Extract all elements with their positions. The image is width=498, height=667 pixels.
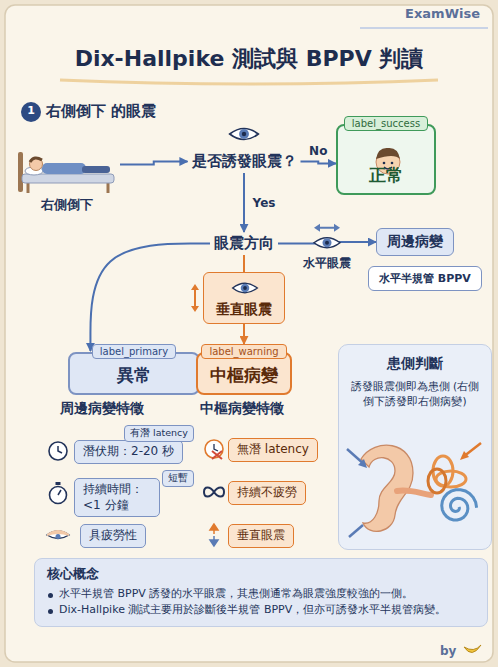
- side-panel: 患側判斷誘發眼震側即為患側 (右側倒下誘發即右側病變): [338, 344, 492, 550]
- eye-icon: [314, 238, 340, 248]
- section-heading: 周邊病變特徵: [60, 400, 144, 418]
- panel-heading: 核心概念: [47, 565, 475, 583]
- box-label: 異常: [76, 364, 192, 387]
- node-label: 具疲勞性: [89, 528, 137, 544]
- status-tag: label_success: [344, 116, 428, 131]
- clock-icon: [49, 442, 67, 460]
- brand-name: ExamWise: [405, 6, 480, 21]
- connector-arrow: [243, 324, 245, 344]
- core-panel: 核心概念水平半規管 BPPV 誘發的水平眼震，其患側通常為眼震強度較強的一側。D…: [34, 558, 488, 627]
- box-label: 中樞病變: [204, 364, 284, 387]
- section-heading: 中樞病變特徵: [200, 400, 284, 418]
- node-label: 潛伏期：2-20 秒: [83, 444, 174, 460]
- feature-box: 無潛 latency: [228, 438, 318, 462]
- bullet-dot: [48, 593, 53, 598]
- feature-box: 垂直眼震: [228, 524, 294, 548]
- vertical-box: 垂直眼震: [203, 272, 285, 324]
- central-box: label_warning 中樞病變: [196, 344, 292, 395]
- bullet-text: Dix-Hallpike 測試主要用於診斷後半規管 BPPV，但亦可誘發水平半規…: [47, 602, 475, 618]
- bullet-dot: [48, 609, 53, 614]
- banana-icon: [464, 645, 481, 653]
- callout-circle: [21, 102, 41, 122]
- eye-icon: [230, 129, 259, 140]
- connector-arrow: [90, 244, 210, 352]
- vertical-arrow-icon: [191, 284, 199, 312]
- tag-pill: 短暫: [162, 470, 194, 487]
- title-underline: [60, 80, 438, 84]
- no-latency-icon: [205, 440, 223, 459]
- credit-text: by: [440, 644, 456, 658]
- node-label: 垂直眼震: [214, 301, 274, 319]
- box-frame: 正常: [336, 124, 436, 195]
- tired-eye-icon: [47, 530, 69, 539]
- edge-label: No: [306, 144, 330, 158]
- patient-icon: [14, 138, 120, 196]
- status-tag: label_primary: [92, 344, 176, 359]
- connector-arrow: [243, 255, 245, 272]
- eye-icon: [204, 273, 286, 303]
- connector-arrow: [301, 162, 337, 164]
- tag-text: 短暫: [168, 472, 188, 485]
- eye-shape: [233, 283, 258, 293]
- panel-heading: 患側判斷: [347, 355, 483, 373]
- abnormal-box: label_primary 異常: [68, 344, 200, 395]
- page-card: [5, 5, 493, 662]
- node-label: 是否誘發眼震？: [188, 150, 301, 173]
- stopwatch-icon: [50, 482, 67, 504]
- connector-arrow: [243, 173, 245, 232]
- panel-body: 誘發眼震側即為患側 (右側倒下誘發即右側病變): [347, 379, 483, 409]
- bppv-box: 水平半規管 BPPV: [368, 266, 482, 291]
- feature-box: 具疲勞性: [80, 524, 146, 548]
- feature-box: 持續不疲勞: [228, 481, 306, 505]
- tag-pill: 有潛 latency: [124, 425, 194, 442]
- feature-box: 持續時間： <1 分鐘: [74, 478, 160, 517]
- question-text: 是否誘發眼震？: [188, 150, 301, 173]
- tag-text: 有潛 latency: [130, 427, 188, 440]
- patient-figure: 右側倒下: [14, 138, 120, 214]
- edge-label: 水平眼震: [300, 254, 354, 271]
- diagram-title: Dix-Hallpike 測試與 BPPV 判讀: [0, 44, 498, 74]
- horizontal-arrow-icon: [314, 224, 340, 232]
- status-tag: label_warning: [201, 344, 286, 359]
- edge-label: Yes: [250, 196, 279, 210]
- node-label: 無潛 latency: [237, 442, 309, 458]
- header-rule: [360, 27, 488, 29]
- box-label: 正常: [344, 164, 428, 187]
- direction-text: 眼震方向: [210, 232, 278, 255]
- section-title: 右側倒下 的眼震: [46, 102, 156, 121]
- callout-number: 1: [22, 104, 40, 117]
- node-label: 眼震方向: [210, 232, 278, 255]
- node-label: 周邊病變: [387, 233, 443, 251]
- vertical-arrows-icon: [210, 524, 218, 546]
- normal-box: label_success 正常: [336, 116, 436, 195]
- peripheral-box: 周邊病變: [376, 228, 454, 256]
- feature-box: 潛伏期：2-20 秒: [74, 440, 183, 464]
- node-label: 持續時間： <1 分鐘: [83, 482, 151, 513]
- node-label: 右側倒下: [14, 196, 120, 214]
- bullet-text: 水平半規管 BPPV 誘發的水平眼震，其患側通常為眼震強度較強的一側。: [47, 586, 475, 602]
- node-label: 水平半規管 BPPV: [379, 271, 471, 286]
- infinity-icon: [204, 488, 224, 497]
- node-label: 垂直眼震: [237, 528, 285, 544]
- node-label: 持續不疲勞: [237, 485, 297, 501]
- connector-arrow: [120, 162, 188, 165]
- ear-illustration: [339, 345, 493, 551]
